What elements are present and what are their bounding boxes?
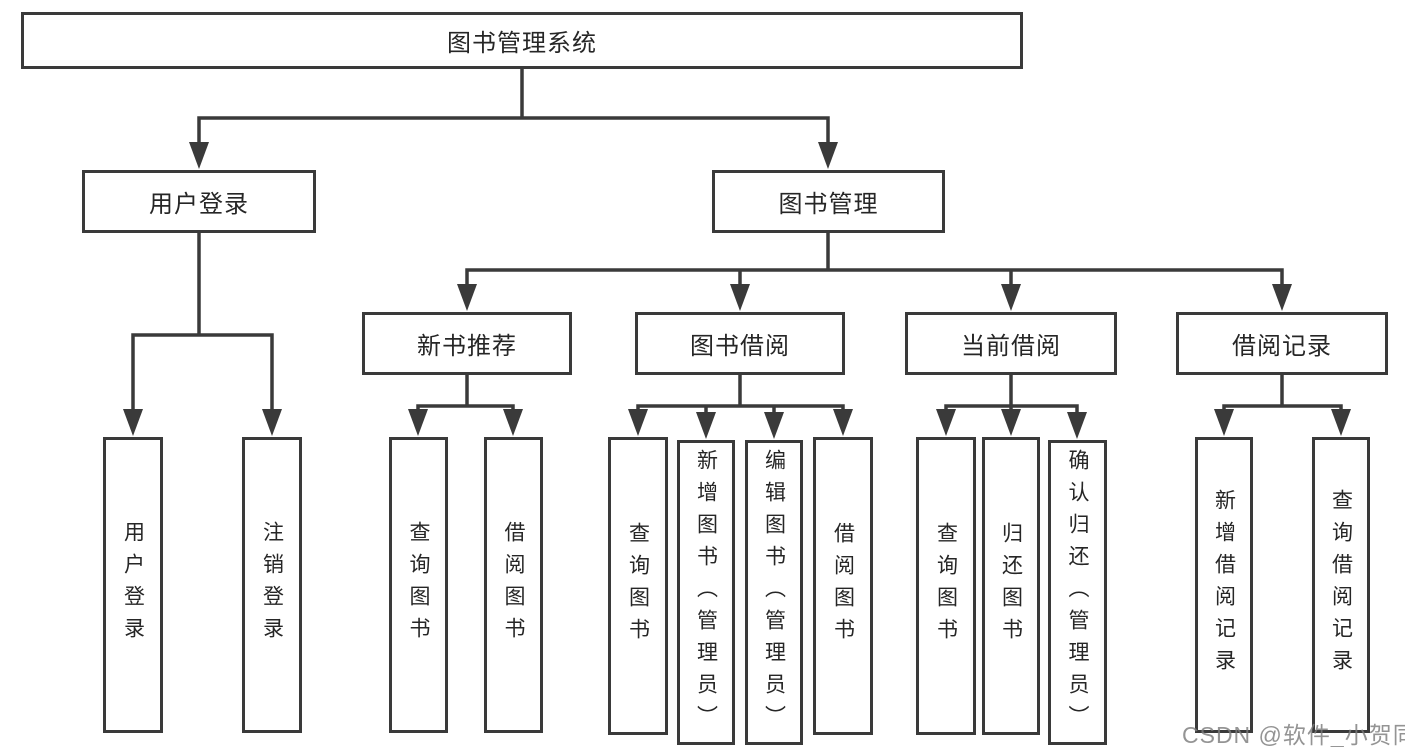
leaf-logout: 注销登录 (242, 437, 302, 733)
leaf-recommend-query-books: 查询图书 (389, 437, 448, 733)
leaf-label: 查询借阅记录 (1329, 489, 1353, 681)
arrowhead-icon (818, 142, 838, 169)
arrowhead-icon (628, 409, 648, 436)
arrowhead-icon (457, 284, 477, 311)
node-root: 图书管理系统 (21, 12, 1023, 69)
node-borrowing-records: 借阅记录 (1176, 312, 1388, 375)
edge-recommend-to-leaves (416, 373, 515, 415)
arrowhead-icon (1331, 409, 1351, 436)
arrowhead-icon (764, 412, 784, 439)
arrowhead-icon (730, 284, 750, 311)
leaf-label: 用户登录 (121, 521, 145, 649)
arrowhead-icon (503, 409, 523, 436)
arrowhead-icon (189, 142, 209, 169)
edge-userlogin-to-leaves (131, 232, 274, 415)
leaf-label: 注销登录 (260, 521, 284, 649)
leaf-label: 确认归还（管理员） (1066, 448, 1089, 737)
arrowhead-icon (936, 409, 956, 436)
leaf-label: 归还图书 (999, 522, 1023, 650)
leaf-label: 新增借阅记录 (1212, 489, 1236, 681)
leaf-label: 新增图书（管理员） (694, 448, 718, 737)
node-book-management: 图书管理 (712, 170, 945, 233)
arrowhead-icon (408, 409, 428, 436)
arrowhead-icon (123, 409, 143, 436)
leaf-label: 查询图书 (407, 521, 430, 649)
edge-bookmgmt-to-level3 (465, 231, 1284, 290)
arrowhead-icon (696, 412, 716, 439)
leaf-borrowing-edit-books-admin: 编辑图书（管理员） (745, 440, 803, 745)
leaf-current-confirm-return-admin: 确认归还（管理员） (1048, 440, 1107, 745)
node-book-borrowing: 图书借阅 (635, 312, 845, 375)
arrowhead-icon (1001, 284, 1021, 311)
leaf-borrowing-query-books: 查询图书 (608, 437, 668, 735)
leaf-borrowing-add-books-admin: 新增图书（管理员） (677, 440, 735, 745)
edge-records-to-leaves (1222, 373, 1343, 415)
arrowhead-icon (833, 409, 853, 436)
leaf-label: 借阅图书 (831, 522, 855, 650)
csdn-watermark: CSDN @软件_小贺同学 (1182, 722, 1405, 747)
leaf-label: 查询图书 (934, 522, 958, 650)
arrowhead-icon (1272, 284, 1292, 311)
arrowhead-icon (1067, 412, 1087, 439)
edge-root-to-level2 (197, 67, 830, 148)
leaf-borrowing-borrow-books: 借阅图书 (813, 437, 873, 735)
leaf-current-return-books: 归还图书 (982, 437, 1040, 735)
leaf-user-login: 用户登录 (103, 437, 163, 733)
leaf-recommend-borrow-books: 借阅图书 (484, 437, 543, 733)
leaf-label: 借阅图书 (502, 521, 525, 649)
edge-current-to-leaves (944, 373, 1079, 418)
node-new-book-recommend: 新书推荐 (362, 312, 572, 375)
leaf-label: 编辑图书（管理员） (762, 448, 786, 737)
arrowhead-icon (1001, 409, 1021, 436)
arrowhead-icon (262, 409, 282, 436)
arrowhead-icon (1214, 409, 1234, 436)
leaf-label: 查询图书 (626, 522, 650, 650)
leaf-current-query-books: 查询图书 (916, 437, 976, 735)
leaf-records-query-record: 查询借阅记录 (1312, 437, 1370, 733)
leaf-records-add-record: 新增借阅记录 (1195, 437, 1253, 733)
edge-borrowing-to-leaves (636, 373, 845, 418)
node-user-login: 用户登录 (82, 170, 316, 233)
node-current-borrowing: 当前借阅 (905, 312, 1117, 375)
